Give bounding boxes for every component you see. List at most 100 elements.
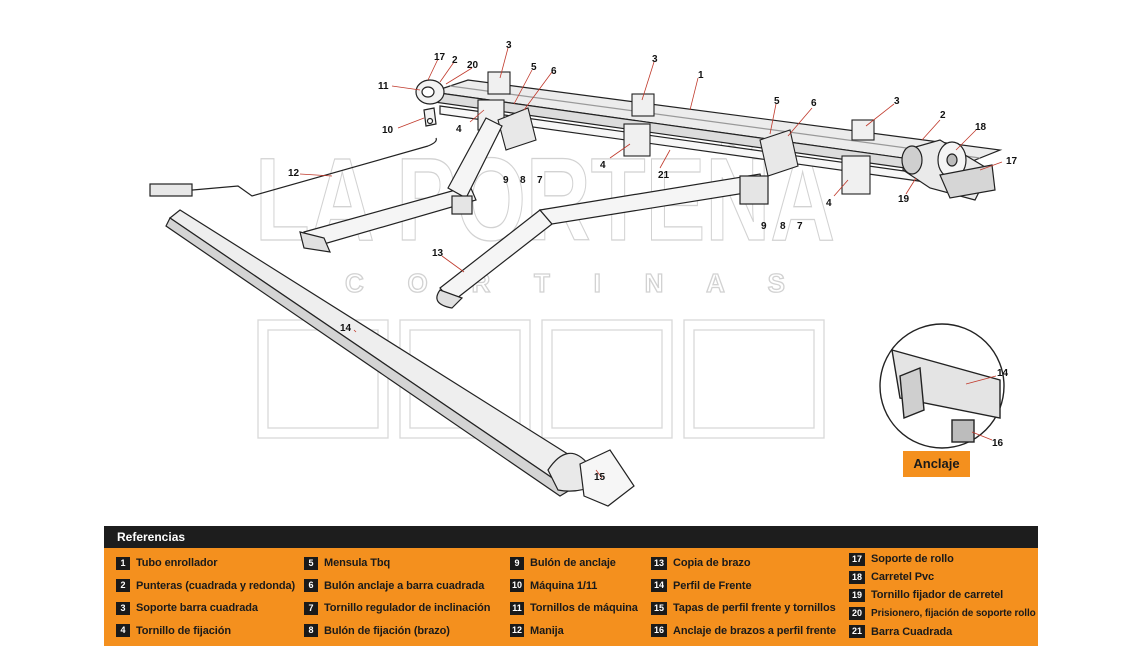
callout-3-left: 3 bbox=[506, 40, 512, 51]
callout-17-right: 17 bbox=[1006, 156, 1018, 167]
callout-6-left: 6 bbox=[551, 66, 557, 77]
references-legend: Referencias 1 Tubo enrollador 2 Punteras (… bbox=[104, 526, 1038, 646]
legend-item-number: 15 bbox=[651, 601, 667, 615]
legend-item: 18 Carretel Pvc bbox=[849, 568, 1036, 586]
callout-labels: 17 2 20 11 10 3 5 6 4 3 1 4 21 5 6 3 2 1… bbox=[288, 40, 1018, 483]
callout-1: 1 bbox=[698, 70, 704, 81]
anchor-detail-inset bbox=[879, 323, 1005, 449]
legend-body: 1 Tubo enrollador 2 Punteras (cuadrada y r… bbox=[104, 548, 1038, 646]
legend-item-number: 1 bbox=[116, 556, 130, 570]
callout-8-right: 8 bbox=[780, 221, 786, 232]
callout-14-main: 14 bbox=[340, 323, 352, 334]
legend-item-label: Bulón de anclaje bbox=[530, 557, 616, 570]
callout-9-right: 9 bbox=[761, 221, 767, 232]
legend-item-label: Bulón anclaje a barra cuadrada bbox=[324, 579, 485, 592]
legend-item-number: 6 bbox=[304, 579, 318, 593]
legend-item-label: Soporte de rollo bbox=[871, 553, 954, 566]
legend-item-label: Tapas de perfil frente y tornillos bbox=[673, 602, 836, 615]
callout-20: 20 bbox=[467, 60, 479, 71]
callout-4-middle: 4 bbox=[600, 160, 606, 171]
leader-lines bbox=[299, 47, 1003, 479]
arm-brackets bbox=[497, 107, 799, 177]
legend-item: 5 Mensula Tbq bbox=[304, 552, 490, 575]
legend-item-label: Tornillo de fijación bbox=[136, 624, 231, 637]
callout-5-right: 5 bbox=[774, 96, 780, 107]
legend-item-number: 8 bbox=[304, 624, 318, 638]
legend-item-label: Manija bbox=[530, 624, 564, 637]
legend-item: 4 Tornillo de fijación bbox=[116, 620, 295, 643]
legend-item-number: 16 bbox=[651, 624, 667, 638]
legend-column-4: 13 Copia de brazo 14 Perfil de Frente 15 Ta… bbox=[651, 552, 836, 642]
legend-item-number: 18 bbox=[849, 570, 865, 584]
legend-item-number: 5 bbox=[304, 556, 318, 570]
callout-9-left: 9 bbox=[503, 175, 509, 186]
legend-item-label: Máquina 1/11 bbox=[530, 579, 598, 592]
callout-10: 10 bbox=[382, 125, 394, 136]
legend-item: 17 Soporte de rollo bbox=[849, 550, 1036, 568]
legend-item: 6 Bulón anclaje a barra cuadrada bbox=[304, 575, 490, 598]
legend-item: 12 Manija bbox=[510, 620, 638, 643]
legend-item-number: 20 bbox=[849, 607, 865, 621]
legend-item-number: 10 bbox=[510, 579, 524, 593]
legend-item: 11 Tornillos de máquina bbox=[510, 597, 638, 620]
legend-item-label: Prisionero, fijación de soporte rollo bbox=[871, 608, 1036, 620]
legend-item-number: 7 bbox=[304, 601, 318, 615]
legend-item-number: 14 bbox=[651, 579, 667, 593]
left-end-cap bbox=[415, 79, 445, 127]
callout-5-left: 5 bbox=[531, 62, 537, 73]
callout-7-right: 7 bbox=[797, 221, 803, 232]
legend-item-number: 19 bbox=[849, 588, 865, 602]
legend-item-number: 2 bbox=[116, 579, 130, 593]
legend-item-label: Tornillos de máquina bbox=[530, 602, 638, 615]
legend-item-label: Barra Cuadrada bbox=[871, 625, 953, 638]
crank-handle bbox=[149, 137, 437, 197]
callout-15: 15 bbox=[594, 472, 606, 483]
legend-item-number: 3 bbox=[116, 601, 130, 615]
callout-17-left: 17 bbox=[434, 52, 446, 63]
legend-item: 16 Anclaje de brazos a perfil frente bbox=[651, 620, 836, 643]
callout-2-left: 2 bbox=[452, 55, 458, 66]
legend-item: 10 Máquina 1/11 bbox=[510, 575, 638, 598]
legend-item: 3 Soporte barra cuadrada bbox=[116, 597, 295, 620]
legend-item-label: Tornillo fijador de carretel bbox=[871, 589, 1004, 602]
legend-item-label: Carretel Pvc bbox=[871, 571, 935, 584]
legend-item-label: Punteras (cuadrada y redonda) bbox=[136, 579, 296, 592]
front-profile-end-cap bbox=[579, 449, 635, 507]
awning-exploded-diagram: LA PORTEÑA C O R T I N A S bbox=[149, 40, 1018, 507]
callout-18: 18 bbox=[975, 122, 987, 133]
legend-item-number: 13 bbox=[651, 556, 667, 570]
legend-item: 2 Punteras (cuadrada y redonda) bbox=[116, 575, 295, 598]
callout-3-right: 3 bbox=[894, 96, 900, 107]
legend-item: 15 Tapas de perfil frente y tornillos bbox=[651, 597, 836, 620]
right-end-assembly bbox=[901, 139, 996, 201]
legend-item: 13 Copia de brazo bbox=[651, 552, 836, 575]
watermark-subtitle-text: C O R T I N A S bbox=[345, 268, 785, 298]
legend-item-label: Soporte barra cuadrada bbox=[136, 602, 258, 615]
legend-item-label: Anclaje de brazos a perfil frente bbox=[673, 624, 836, 637]
legend-column-5: 17 Soporte de rollo 18 Carretel Pvc 19 Torn… bbox=[849, 550, 1036, 641]
callout-16: 16 bbox=[992, 438, 1004, 449]
callout-4-left: 4 bbox=[456, 124, 462, 135]
legend-item: 1 Tubo enrollador bbox=[116, 552, 295, 575]
legend-item-number: 4 bbox=[116, 624, 130, 638]
folding-arms bbox=[299, 117, 769, 309]
legend-item-number: 11 bbox=[510, 601, 524, 615]
legend-item-label: Mensula Tbq bbox=[324, 557, 391, 570]
legend-column-1: 1 Tubo enrollador 2 Punteras (cuadrada y r… bbox=[116, 552, 295, 642]
legend-item-label: Copia de brazo bbox=[673, 557, 751, 570]
callout-13: 13 bbox=[432, 248, 444, 259]
legend-item-label: Tubo enrollador bbox=[136, 557, 218, 570]
legend-item-number: 17 bbox=[849, 552, 865, 566]
legend-item-label: Perfil de Frente bbox=[673, 579, 752, 592]
legend-item-number: 12 bbox=[510, 624, 524, 638]
legend-title: Referencias bbox=[104, 526, 1038, 548]
bar-supports bbox=[477, 71, 875, 195]
callout-8-left: 8 bbox=[520, 175, 526, 186]
inset-label: Anclaje bbox=[903, 451, 970, 477]
callout-12: 12 bbox=[288, 168, 300, 179]
